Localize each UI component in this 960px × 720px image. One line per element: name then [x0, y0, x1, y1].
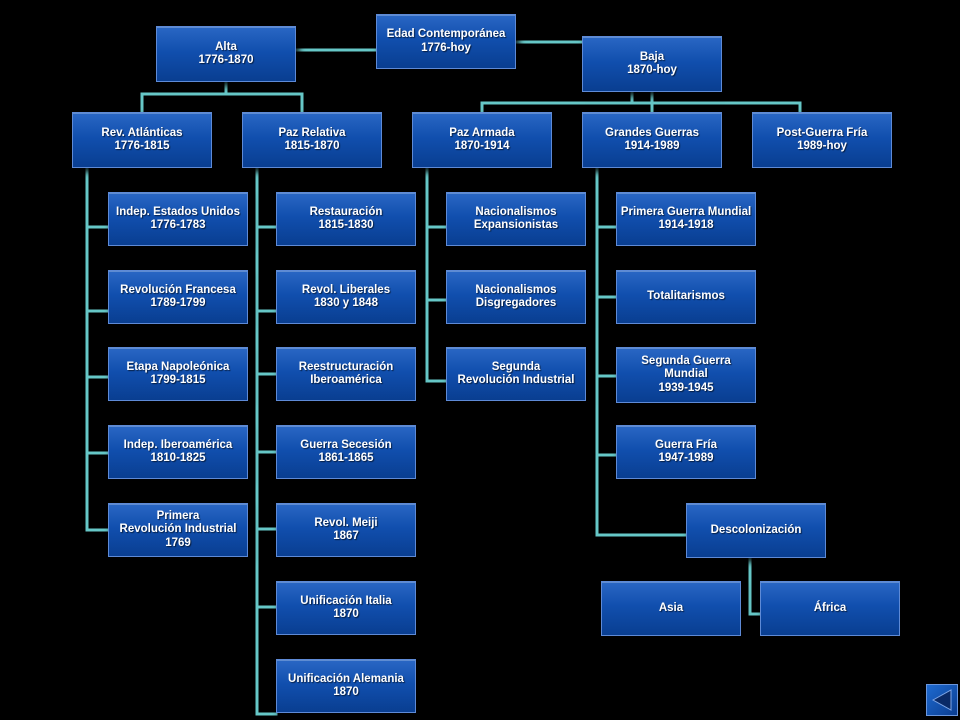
node-label: Unificación Italia: [300, 594, 392, 607]
node-dates: 1870: [333, 608, 359, 620]
node-revol-liberales: Revol. Liberales 1830 y 1848: [276, 270, 416, 324]
node-label: África: [813, 601, 847, 614]
node-label: Asia: [658, 601, 684, 614]
node-rev-atlanticas: Rev. Atlánticas 1776-1815: [72, 112, 212, 168]
node-baja: Baja 1870-hoy: [582, 36, 722, 92]
node-label: Restauración: [309, 205, 383, 218]
back-arrow-icon: [931, 689, 952, 711]
node-label: Totalitarismos: [647, 290, 725, 303]
node-label: Alta: [215, 40, 237, 53]
node-totalitarismos: Totalitarismos: [616, 270, 756, 324]
back-button[interactable]: [926, 684, 958, 716]
node-label: Revolución Francesa: [120, 283, 236, 296]
node-label: Unificación Alemania: [288, 672, 404, 685]
node-primera-revolucion-industrial: Primera Revolución Industrial 1769: [108, 503, 248, 557]
node-paz-relativa: Paz Relativa 1815-1870: [242, 112, 382, 168]
node-label: Indep. Iberoamérica: [123, 438, 233, 451]
node-dates: 1799-1815: [150, 374, 206, 386]
node-label: Revol. Liberales: [301, 283, 391, 296]
node-label: Nacionalismos: [475, 283, 557, 296]
node-alta: Alta 1776-1870: [156, 26, 296, 82]
node-dates: 1867: [333, 530, 359, 542]
node-asia: Asia: [601, 581, 741, 636]
node-unificacion-alemania: Unificación Alemania 1870: [276, 659, 416, 713]
node-nacionalismos-expansionistas: Nacionalismos Expansionistas: [446, 192, 586, 246]
node-dates: 1914-1918: [658, 219, 714, 231]
node-label: Expansionistas: [473, 219, 559, 231]
node-dates: 1776-1783: [150, 219, 206, 231]
node-segunda-guerra-mundial: Segunda Guerra Mundial 1939-1945: [616, 347, 756, 403]
node-label: Revol. Meiji: [314, 516, 378, 529]
node-dates: 1870-1914: [454, 140, 510, 152]
node-label: Indep. Estados Unidos: [116, 205, 240, 218]
node-dates: 1861-1865: [318, 452, 374, 464]
node-africa: África: [760, 581, 900, 636]
node-dates: 1776-1870: [198, 54, 254, 66]
node-label: Segunda: [491, 360, 541, 373]
node-dates: 1769: [165, 536, 191, 549]
node-reestructuracion-iberoamerica: Reestructuración Iberoamérica: [276, 347, 416, 401]
node-primera-guerra-mundial: Primera Guerra Mundial 1914-1918: [616, 192, 756, 246]
node-restauracion: Restauración 1815-1830: [276, 192, 416, 246]
node-indep-estados-unidos: Indep. Estados Unidos 1776-1783: [108, 192, 248, 246]
node-label: Baja: [639, 50, 665, 63]
node-label: Descolonización: [710, 523, 802, 536]
node-label: Revolución Industrial: [119, 523, 237, 536]
node-label: Paz Armada: [449, 126, 515, 139]
node-label: Iberoamérica: [310, 374, 382, 386]
node-label: Revolución Industrial: [457, 374, 575, 386]
node-dates: 1870-hoy: [627, 64, 677, 76]
node-dates: 1939-1945: [658, 381, 714, 394]
node-label: Mundial: [664, 368, 708, 381]
node-label: Paz Relativa: [278, 126, 346, 139]
node-dates: 1815-1870: [284, 140, 340, 152]
node-label: Guerra Fría: [655, 438, 717, 451]
node-post-guerra-fria: Post-Guerra Fría 1989-hoy: [752, 112, 892, 168]
node-unificacion-italia: Unificación Italia 1870: [276, 581, 416, 635]
node-label: Primera: [156, 509, 200, 522]
node-paz-armada: Paz Armada 1870-1914: [412, 112, 552, 168]
node-label: Grandes Guerras: [605, 126, 699, 139]
node-dates: 1830 y 1848: [314, 297, 378, 309]
node-label: Disgregadores: [475, 297, 557, 309]
node-label: Nacionalismos: [475, 205, 557, 218]
node-label: Primera Guerra Mundial: [620, 205, 752, 218]
node-dates: 1776-hoy: [421, 41, 471, 54]
node-revol-meiji: Revol. Meiji 1867: [276, 503, 416, 557]
node-label: Etapa Napoleónica: [126, 360, 230, 373]
node-etapa-napoleonica: Etapa Napoleónica 1799-1815: [108, 347, 248, 401]
node-label: Rev. Atlánticas: [101, 126, 183, 139]
node-dates: 1815-1830: [318, 219, 374, 231]
node-indep-iberoamerica: Indep. Iberoamérica 1810-1825: [108, 425, 248, 479]
node-label: Segunda Guerra: [641, 354, 731, 367]
node-grandes-guerras: Grandes Guerras 1914-1989: [582, 112, 722, 168]
node-label: Reestructuración: [298, 360, 394, 373]
node-descolonizacion: Descolonización: [686, 503, 826, 558]
node-label: Post-Guerra Fría: [776, 126, 868, 139]
node-dates: 1810-1825: [150, 452, 206, 464]
node-nacionalismos-disgregadores: Nacionalismos Disgregadores: [446, 270, 586, 324]
node-revolucion-francesa: Revolución Francesa 1789-1799: [108, 270, 248, 324]
node-dates: 1789-1799: [150, 297, 206, 309]
node-segunda-revolucion-industrial: Segunda Revolución Industrial: [446, 347, 586, 401]
node-dates: 1776-1815: [114, 140, 170, 152]
node-dates: 1870: [333, 686, 359, 698]
node-dates: 1947-1989: [658, 452, 714, 464]
node-guerra-fria: Guerra Fría 1947-1989: [616, 425, 756, 479]
node-label: Edad Contemporánea: [386, 28, 506, 40]
node-edad-contemporanea: Edad Contemporánea 1776-hoy: [376, 14, 516, 69]
node-guerra-secesion: Guerra Secesión 1861-1865: [276, 425, 416, 479]
node-dates: 1989-hoy: [797, 140, 847, 152]
node-dates: 1914-1989: [624, 140, 680, 152]
node-label: Guerra Secesión: [300, 438, 392, 451]
